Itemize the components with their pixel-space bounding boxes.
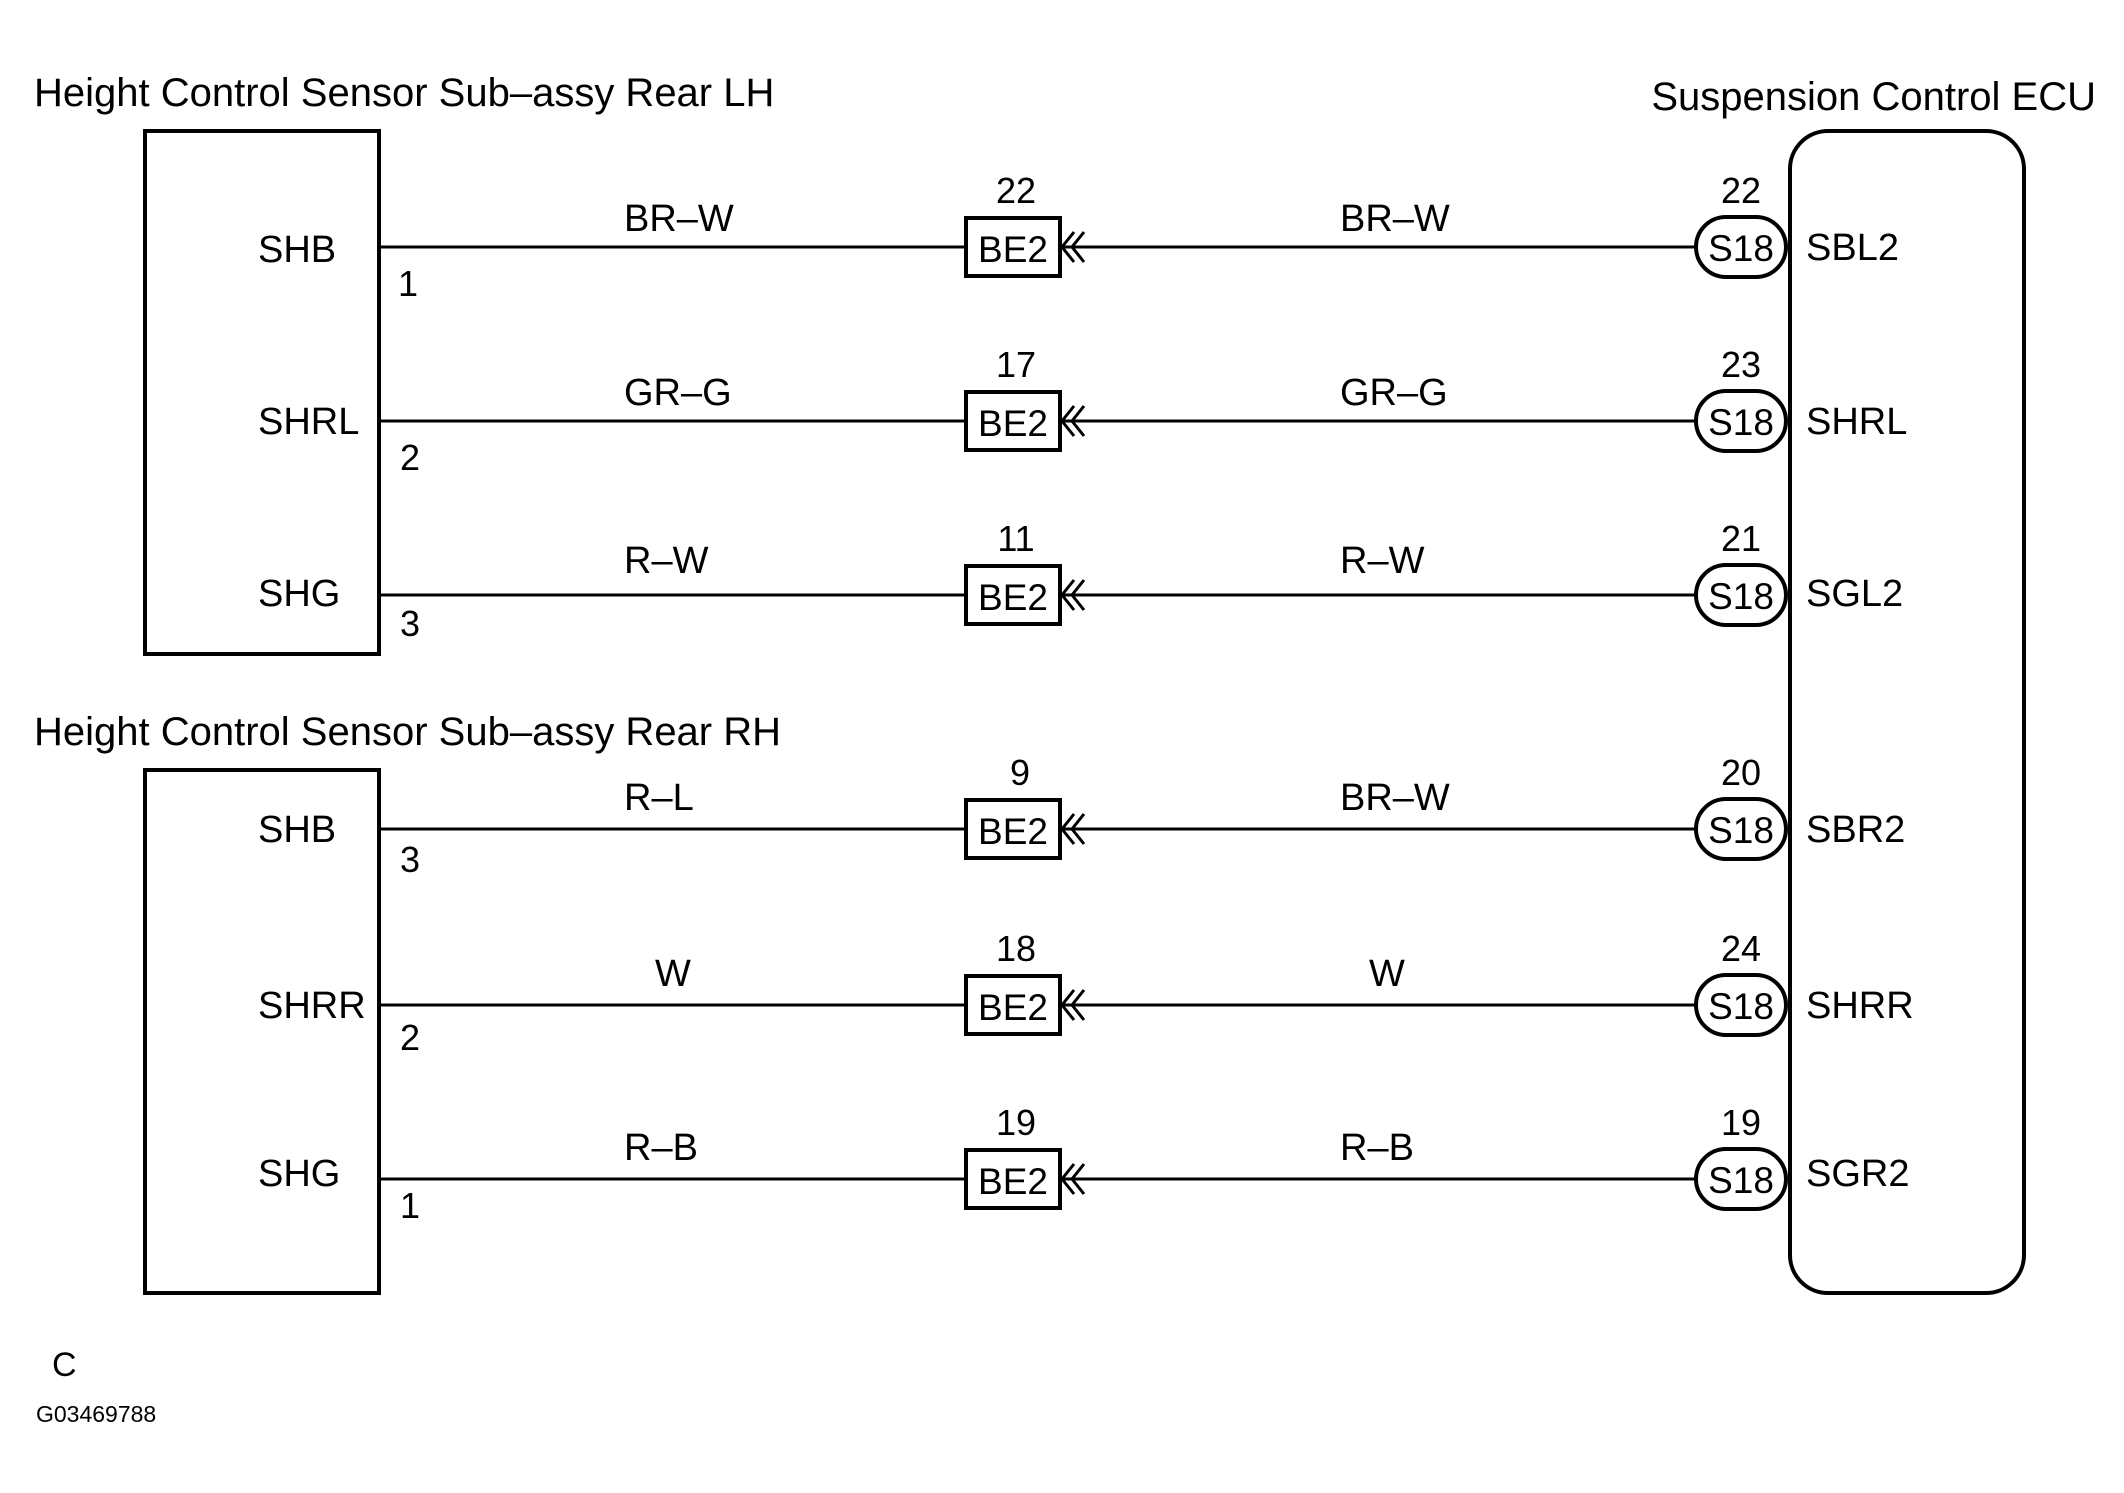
be2-connector	[964, 798, 1062, 860]
figure-code: G03469788	[36, 1401, 156, 1427]
be2-connector	[964, 1148, 1062, 1210]
wire-color-label: R–B	[1340, 1127, 1414, 1169]
be2-pin-number: 17	[996, 344, 1036, 385]
be2-connector-label: BE2	[978, 229, 1048, 270]
be2-pin-number: 11	[997, 518, 1034, 559]
ecu-terminal-label: SBR2	[1806, 809, 1905, 851]
wire-row: BR–W 22 BE2 BR–W 22 S18 SBL2	[379, 170, 1899, 279]
be2-connector	[964, 216, 1062, 278]
wire-color-label: R–W	[624, 540, 709, 582]
s18-connector	[1694, 1147, 1788, 1211]
be2-pin-number: 19	[996, 1102, 1036, 1143]
s18-connector	[1694, 563, 1788, 627]
rh-pin-number: 3	[400, 839, 420, 880]
be2-pin-number: 9	[1010, 752, 1030, 793]
s18-connector-label: S18	[1708, 1160, 1774, 1201]
wire-color-label: W	[1369, 953, 1405, 995]
be2-connector-label: BE2	[978, 987, 1048, 1028]
s18-connector-label: S18	[1708, 986, 1774, 1027]
wire-color-label: BR–W	[624, 198, 734, 240]
s18-connector-label: S18	[1708, 228, 1774, 269]
be2-pin-number: 22	[996, 170, 1036, 211]
s18-connector	[1694, 215, 1788, 279]
ecu-terminal-label: SHRL	[1806, 401, 1907, 443]
s18-connector-label: S18	[1708, 576, 1774, 617]
ecu-terminal-label: SHRR	[1806, 985, 1914, 1027]
be2-connector	[964, 390, 1062, 452]
wire-row: R–L 9 BE2 BR–W 20 S18 SBR2	[379, 752, 1905, 861]
rh-pin-name: SHG	[258, 1153, 340, 1195]
wire-row: R–B 19 BE2 R–B 19 S18 SGR2	[379, 1102, 1909, 1211]
ecu-terminal-label: SGR2	[1806, 1153, 1909, 1195]
lh-pin-number: 3	[400, 603, 420, 644]
ecu-pin-number: 21	[1721, 518, 1761, 559]
s18-connector	[1694, 797, 1788, 861]
rh-pin-number: 1	[400, 1185, 420, 1226]
rh-sensor-box	[143, 768, 381, 1295]
be2-connector	[964, 974, 1062, 1036]
ecu-pin-number: 24	[1721, 928, 1761, 969]
wire-color-label: W	[655, 953, 691, 995]
ecu-pin-number: 22	[1721, 170, 1761, 211]
rh-pin-number: 2	[400, 1017, 420, 1058]
be2-connector	[964, 564, 1062, 626]
wire-color-label: BR–W	[1340, 198, 1450, 240]
be2-connector-label: BE2	[978, 1161, 1048, 1202]
lh-sensor-title: Height Control Sensor Sub–assy Rear LH	[34, 71, 774, 115]
lh-pin-name: SHB	[258, 229, 336, 271]
s18-connector-label: S18	[1708, 402, 1774, 443]
wire-color-label: GR–G	[1340, 372, 1448, 414]
footer-letter: C	[52, 1346, 77, 1384]
ecu-pin-number: 19	[1721, 1102, 1761, 1143]
rh-pin-name: SHB	[258, 809, 336, 851]
be2-connector-label: BE2	[978, 403, 1048, 444]
wire-color-label: R–L	[624, 777, 694, 819]
rh-pin-name: SHRR	[258, 985, 366, 1027]
be2-connector-label: BE2	[978, 811, 1048, 852]
s18-connector	[1694, 389, 1788, 453]
ecu-pin-number: 20	[1721, 752, 1761, 793]
lh-pin-name: SHRL	[258, 401, 359, 443]
ecu-title: Suspension Control ECU	[1651, 75, 2096, 119]
ecu-terminal-label: SBL2	[1806, 227, 1899, 269]
be2-connector-label: BE2	[978, 577, 1048, 618]
lh-sensor-box	[143, 129, 381, 656]
ecu-box	[1788, 129, 2026, 1295]
ecu-terminal-label: SGL2	[1806, 573, 1903, 615]
wire-row: GR–G 17 BE2 GR–G 23 S18 SHRL	[379, 344, 1907, 453]
lh-pin-name: SHG	[258, 573, 340, 615]
wire-color-label: R–W	[1340, 540, 1425, 582]
ecu-pin-number: 23	[1721, 344, 1761, 385]
rh-sensor-title: Height Control Sensor Sub–assy Rear RH	[34, 710, 781, 754]
wire-color-label: R–B	[624, 1127, 698, 1169]
wire-row: R–W 11 BE2 R–W 21 S18 SGL2	[379, 518, 1903, 627]
wire-color-label: BR–W	[1340, 777, 1450, 819]
wire-color-label: GR–G	[624, 372, 732, 414]
s18-connector	[1694, 973, 1788, 1037]
wire-row: W 18 BE2 W 24 S18 SHRR	[379, 928, 1914, 1037]
lh-pin-number: 1	[398, 263, 418, 304]
lh-pin-number: 2	[400, 437, 420, 478]
s18-connector-label: S18	[1708, 810, 1774, 851]
be2-pin-number: 18	[996, 928, 1036, 969]
